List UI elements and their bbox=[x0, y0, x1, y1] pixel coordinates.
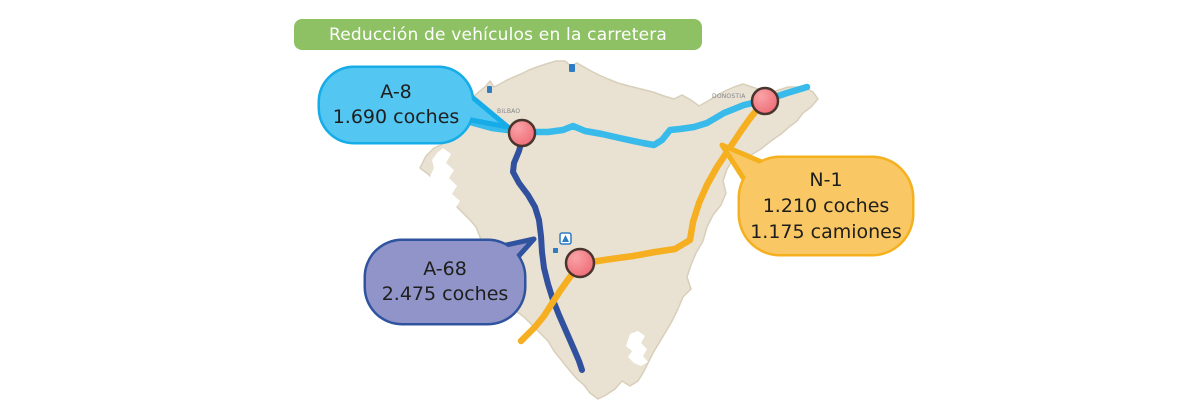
a8-callout-bubble bbox=[317, 65, 511, 145]
title-banner: Reducción de vehículos en la carretera bbox=[294, 19, 702, 50]
n1-coches-stat: 1.210 coches bbox=[762, 195, 890, 217]
a8-coches-stat: 1.690 coches bbox=[332, 106, 460, 128]
map-west-notch bbox=[429, 148, 476, 258]
map-enclave-hole bbox=[626, 331, 648, 366]
a68-road-line bbox=[510, 137, 585, 373]
a8-marker-dot bbox=[507, 118, 537, 148]
n1-road-name: N-1 bbox=[809, 169, 843, 191]
a68-callout-shape-fill bbox=[366, 241, 524, 323]
title-banner-label: Reducción de vehículos en la carretera bbox=[328, 24, 668, 45]
n1-road-line bbox=[517, 100, 766, 345]
n1-callout: N-1 1.210 coches 1.175 camiones bbox=[740, 158, 912, 254]
n1-callout-bubble bbox=[719, 142, 915, 257]
a68-marker-dot bbox=[564, 247, 596, 279]
n1-callout-shape-fill bbox=[740, 158, 912, 254]
road-sign-arrow-icon bbox=[562, 235, 569, 242]
a8-callout-shape-fill bbox=[320, 68, 472, 142]
a8-callout: A-8 1.690 coches bbox=[320, 68, 472, 142]
flag-icon bbox=[553, 248, 558, 253]
n1-marker-dot bbox=[750, 86, 780, 116]
a68-callout: A-68 2.475 coches bbox=[366, 241, 524, 323]
city-label-donostia: DONOSTIA bbox=[712, 93, 746, 100]
a68-coches-stat: 2.475 coches bbox=[381, 283, 509, 305]
a8-road-name: A-8 bbox=[380, 81, 412, 103]
poi-icon bbox=[569, 64, 575, 72]
city-label-bilbao: BILBAO bbox=[497, 108, 521, 115]
a68-road-name: A-68 bbox=[423, 258, 467, 280]
a68-callout-bubble bbox=[363, 236, 537, 326]
n1-camiones-stat: 1.175 camiones bbox=[750, 221, 902, 243]
poi-icon bbox=[487, 86, 492, 93]
